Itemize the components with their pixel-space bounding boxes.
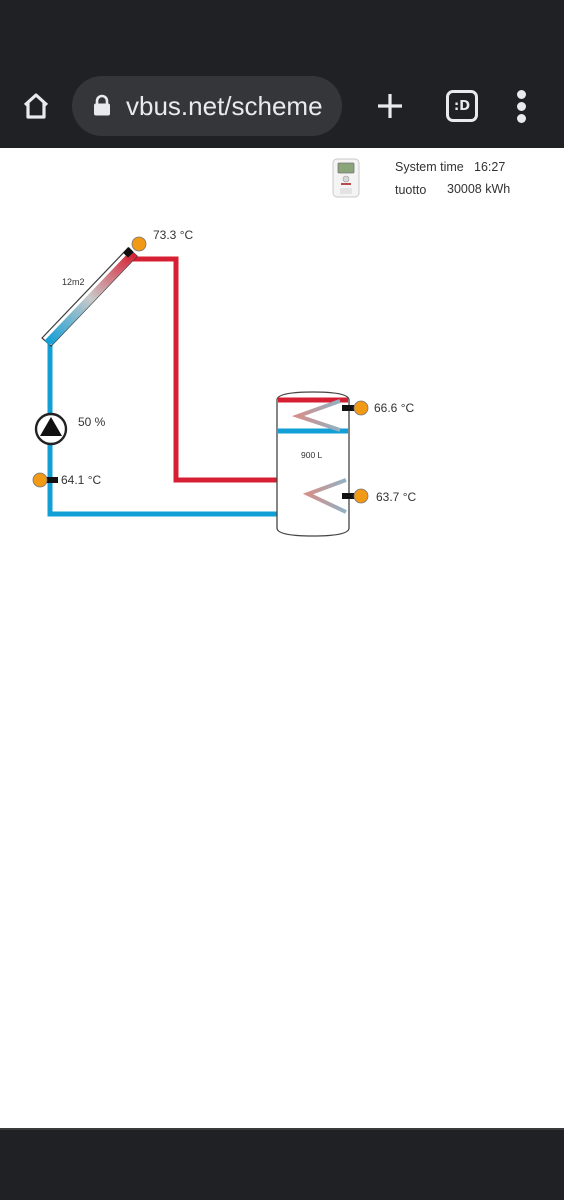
url-text: vbus.net/scheme [126, 91, 323, 121]
return-sensor-icon[interactable] [32, 472, 48, 488]
tank-bottom-sensor-clip [342, 493, 356, 499]
tank-top-sensor-icon[interactable] [353, 400, 369, 416]
collector-sensor-clip [123, 247, 134, 258]
tank-volume: 900 L [301, 450, 323, 460]
collector-area-label: 12m2 [62, 277, 85, 287]
plus-icon[interactable] [370, 86, 410, 126]
cold-pipe [47, 342, 346, 517]
solar-scheme: 12m2 73.3 °C 50 % 64.1 °C 900 L 66.6 °C … [32, 228, 416, 537]
system-time-value: 16:27 [474, 160, 506, 174]
pump-speed: 50 % [78, 415, 106, 429]
more-vert-icon[interactable] [510, 88, 534, 124]
hot-pipe [132, 256, 346, 483]
tank-bottom-sensor-icon[interactable] [353, 488, 369, 504]
tab-count: :D [454, 98, 470, 114]
yield-label: tuotto [395, 183, 427, 197]
home-button[interactable] [14, 86, 58, 126]
collector-temp: 73.3 °C [153, 228, 193, 242]
tabs-icon[interactable]: :D [446, 90, 478, 122]
address-bar[interactable]: vbus.net/scheme [72, 76, 342, 136]
home-icon [23, 93, 49, 119]
return-temp: 64.1 °C [61, 473, 101, 487]
return-sensor-clip [46, 477, 58, 483]
tank-top-temp: 66.6 °C [374, 401, 414, 415]
browser-toolbar: vbus.net/scheme :D [0, 0, 564, 148]
tank-top-sensor-clip [342, 405, 356, 411]
pump-icon[interactable] [34, 412, 68, 446]
collector-sensor-icon[interactable] [131, 236, 147, 252]
lock-icon [94, 94, 110, 116]
system-time-label: System time [395, 160, 464, 174]
solar-collector [41, 247, 138, 347]
system-navigation-bar [0, 1128, 564, 1200]
controller-device-icon [332, 158, 360, 198]
yield-value: 30008 kWh [447, 182, 511, 196]
tank-bottom-temp: 63.7 °C [376, 490, 416, 504]
storage-tank [276, 391, 350, 537]
